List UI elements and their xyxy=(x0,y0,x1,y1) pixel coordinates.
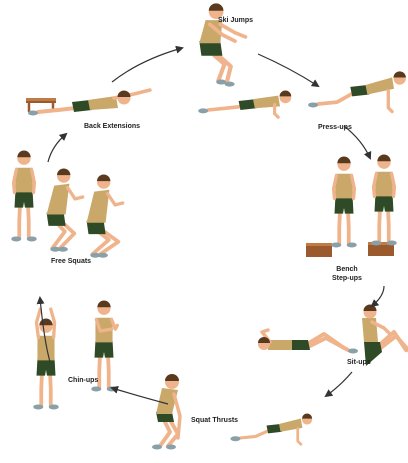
figure-press-up-up xyxy=(308,71,406,111)
figure-free-squat-deep xyxy=(87,174,123,257)
step-box-back-ext xyxy=(26,98,56,103)
flow-arrow-2 xyxy=(258,54,318,86)
label-chin-ups: Chin-ups xyxy=(68,376,98,385)
label-squat-thrusts: Squat Thrusts xyxy=(191,416,238,425)
flow-arrow-1 xyxy=(112,48,182,82)
figure-squat-thrust-crouch xyxy=(152,374,180,450)
flow-arrow-5 xyxy=(326,372,352,396)
figure-chin-up-stretch xyxy=(33,309,59,409)
label-press-ups: Press-ups xyxy=(318,123,352,132)
figure-sit-up-up xyxy=(362,305,408,366)
flow-arrow-4 xyxy=(372,286,384,306)
figure-squat-thrust-extend xyxy=(230,414,312,445)
figure-press-up-down xyxy=(198,91,291,118)
flow-arrow-8 xyxy=(48,134,66,162)
label-back-extensions: Back Extensions xyxy=(84,122,140,131)
label-sit-ups: Sit-ups xyxy=(347,358,371,367)
flow-arrow-6 xyxy=(112,388,168,404)
label-ski-jumps: Ski Jumps xyxy=(218,16,253,25)
figure-step-up-step xyxy=(371,155,397,246)
figure-step-up-start xyxy=(331,157,357,248)
figure-free-squat-mid xyxy=(47,168,83,251)
bench-box-left xyxy=(306,243,332,257)
figure-sit-up-down xyxy=(258,330,358,354)
figure-free-squat-stand xyxy=(11,151,37,242)
label-free-squats: Free Squats xyxy=(51,257,91,266)
